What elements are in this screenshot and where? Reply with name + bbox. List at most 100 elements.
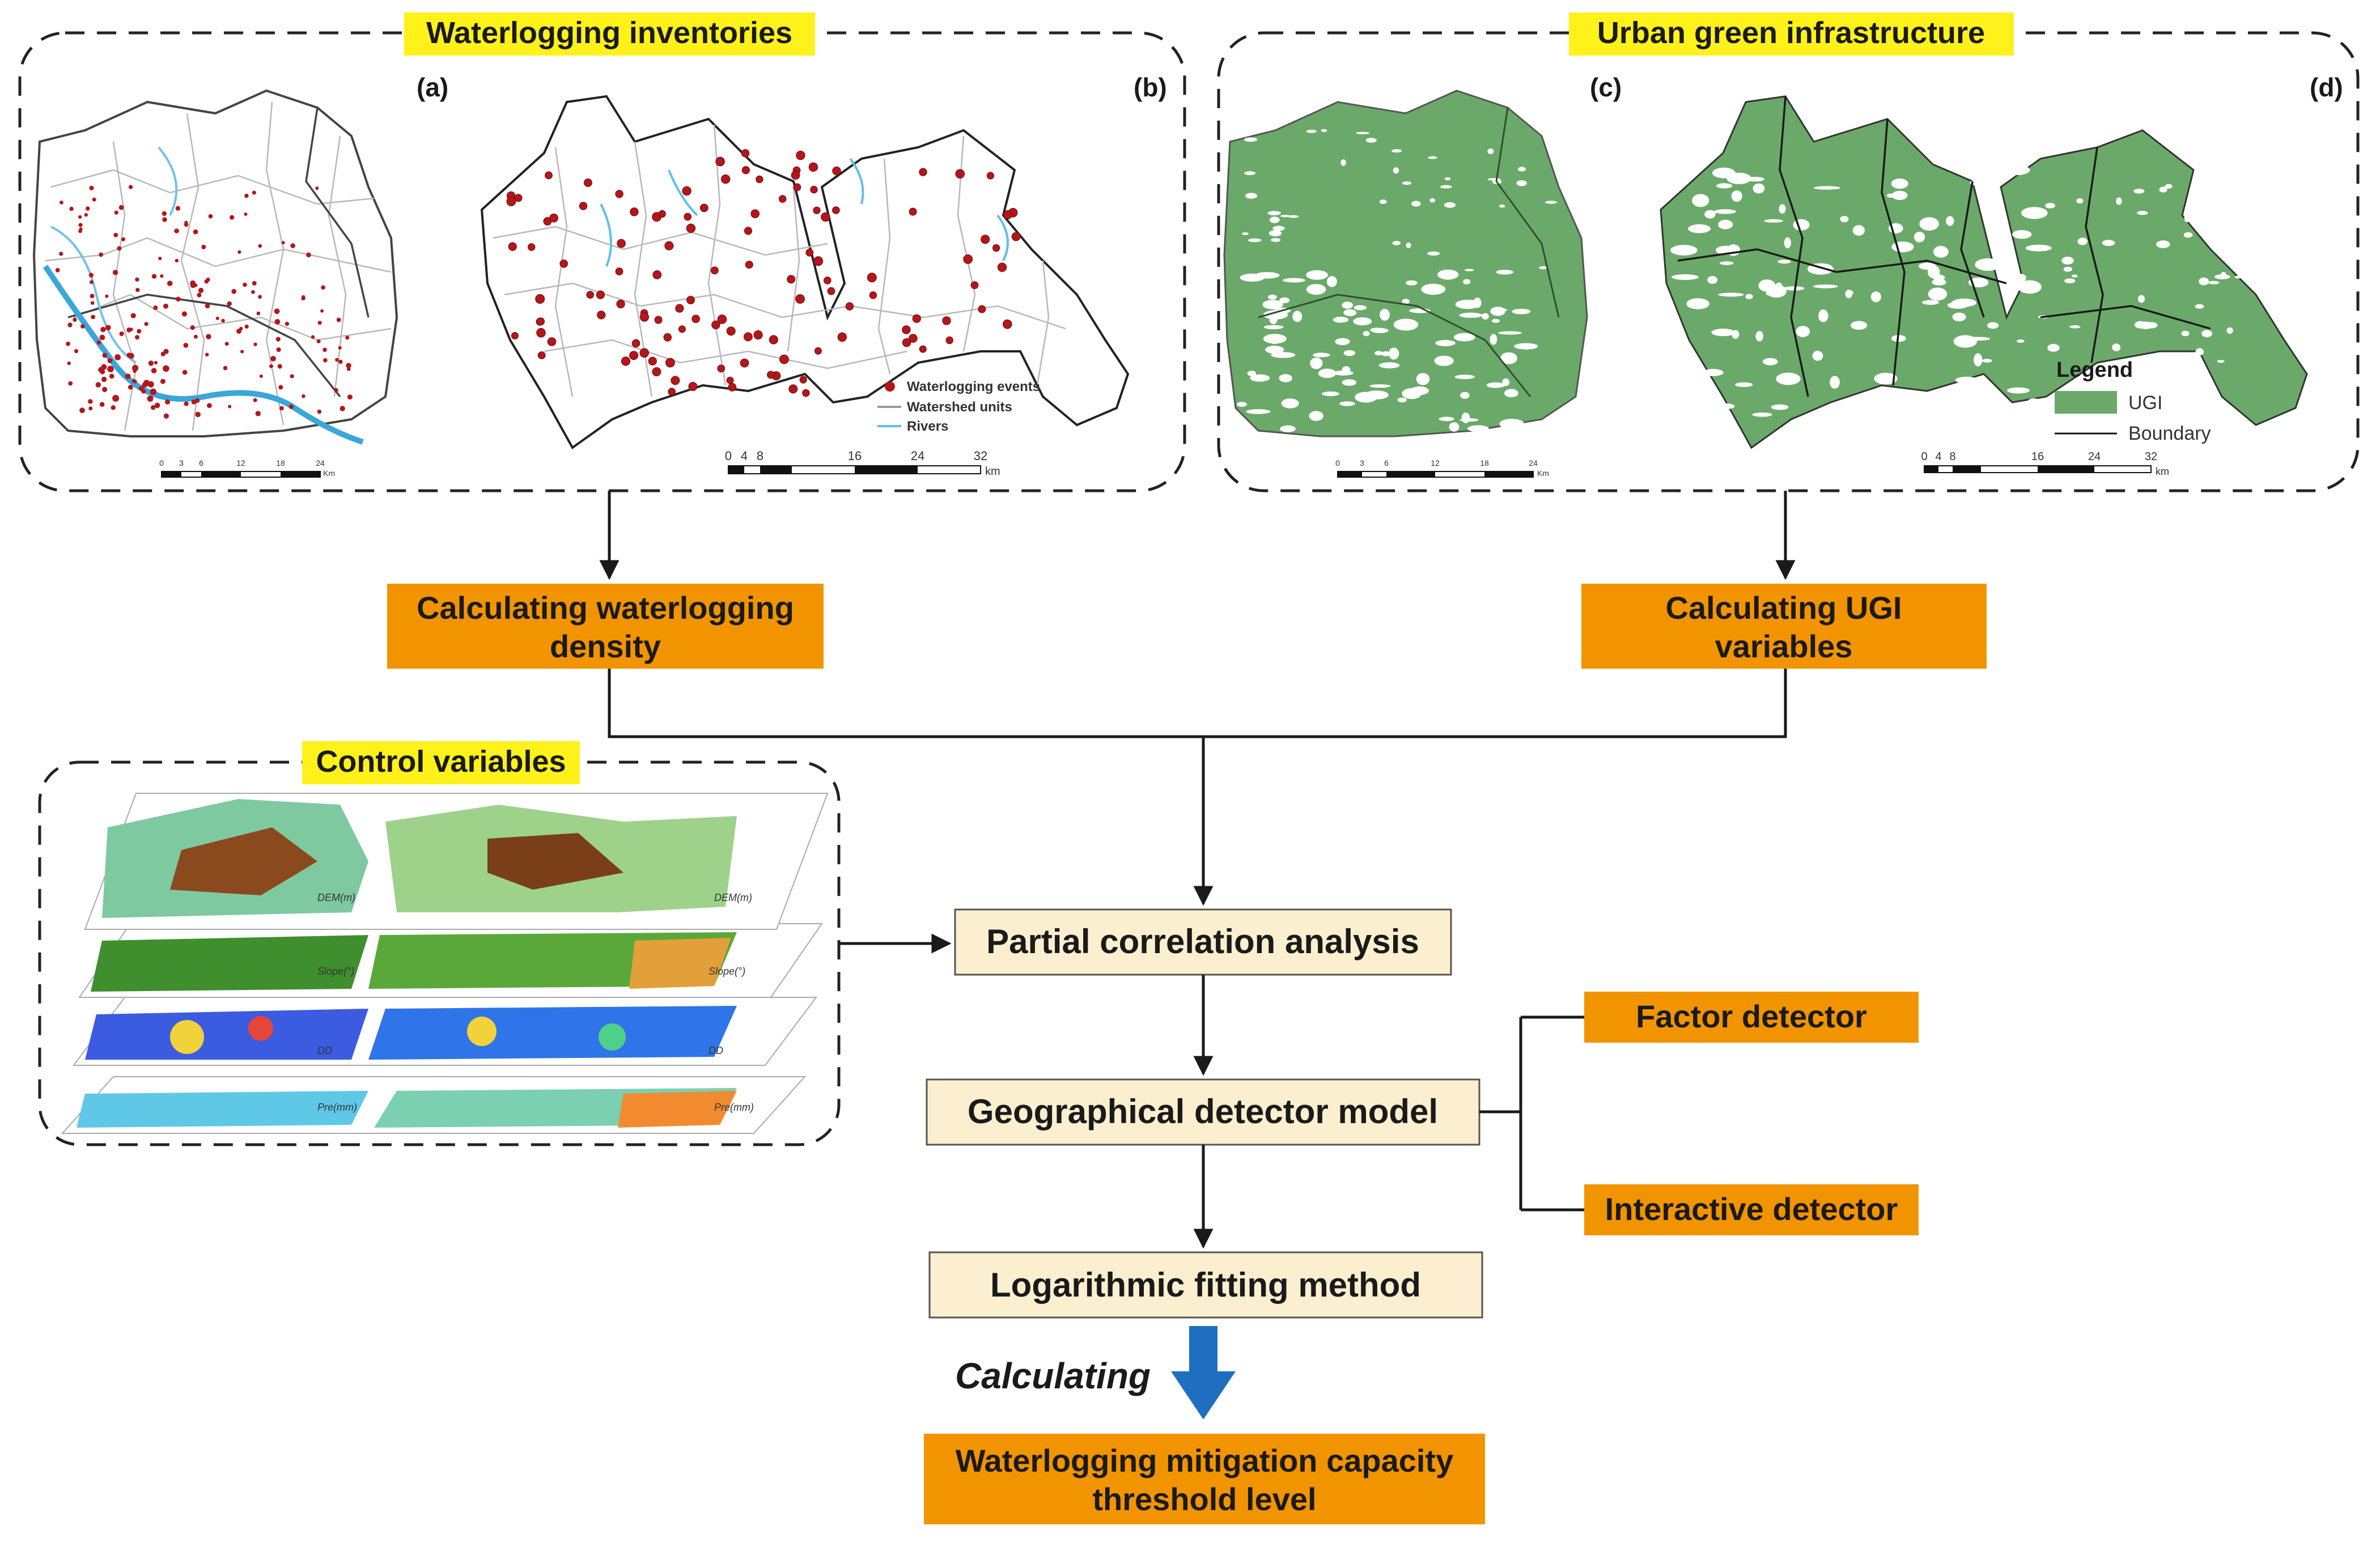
map-mark	[1891, 190, 1908, 200]
map-mark	[1318, 368, 1337, 379]
svg-text:DEM(m): DEM(m)	[317, 892, 355, 903]
map-mark	[346, 367, 351, 371]
map-mark	[79, 227, 83, 231]
map-mark	[278, 385, 283, 390]
map-mark	[269, 364, 273, 368]
map-mark	[1393, 318, 1419, 331]
map-mark	[1313, 352, 1330, 358]
map-mark	[255, 411, 261, 416]
map-mark	[334, 388, 338, 393]
map-mark	[997, 262, 1007, 272]
map-mark	[778, 195, 787, 203]
map-mark	[1491, 318, 1500, 323]
map-mark	[1280, 425, 1296, 432]
map-mark	[302, 394, 306, 398]
map-mark	[1504, 389, 1518, 397]
map-mark	[290, 243, 295, 248]
map-mark	[109, 373, 114, 379]
map-mark	[195, 411, 201, 418]
map-mark	[1459, 312, 1483, 318]
map-mark	[2214, 274, 2230, 279]
control-layer-slope: Slope(°) Slope(°)	[78, 923, 823, 998]
map-mark	[832, 206, 840, 214]
map-mark	[832, 166, 841, 176]
map-mark	[243, 282, 247, 287]
map-mark	[1752, 412, 1772, 417]
map-mark	[1870, 291, 1881, 303]
map-mark	[163, 303, 168, 309]
map-mark	[279, 406, 284, 411]
map-mark	[88, 273, 94, 278]
map-mark	[1686, 298, 1710, 309]
map-mark	[1268, 294, 1277, 300]
ugi-title: Urban green infrastructure	[1597, 16, 1985, 50]
map-mark	[1830, 376, 1840, 389]
map-mark	[596, 290, 605, 299]
map-mark	[1711, 329, 1735, 337]
map-mark	[945, 336, 953, 345]
map-mark	[1454, 375, 1475, 379]
map-mark	[699, 203, 709, 212]
map-mark	[1267, 211, 1281, 215]
map-mark	[1813, 186, 1841, 190]
map-mark	[274, 308, 280, 314]
map-mark	[138, 386, 144, 391]
map-mark	[1241, 232, 1249, 235]
map-mark	[796, 151, 805, 160]
map-mark	[1463, 279, 1471, 285]
map-mark	[1269, 216, 1280, 223]
map-mark	[1978, 189, 1985, 196]
map-mark	[547, 337, 557, 346]
map-mark	[100, 326, 106, 333]
map-mark	[1381, 351, 1390, 356]
map-mark	[67, 361, 71, 366]
map-mark	[715, 156, 725, 167]
map-mark	[1434, 355, 1454, 366]
svg-text:0: 0	[725, 449, 732, 463]
map-mark	[648, 356, 657, 366]
control-layer-pre: Pre(mm) Pre(mm)	[61, 1076, 807, 1134]
map-mark	[1321, 129, 1327, 133]
map-mark	[1718, 292, 1744, 297]
map-mark	[1852, 225, 1865, 236]
map-mark	[869, 291, 877, 299]
map-mark	[338, 359, 343, 364]
map-mark	[1369, 384, 1391, 388]
map-mark	[2063, 266, 2072, 272]
map-mark	[1370, 328, 1385, 333]
svg-text:Legend: Legend	[2056, 358, 2133, 382]
map-mark	[80, 324, 85, 329]
map-mark	[1342, 301, 1354, 309]
map-mark	[1449, 422, 1460, 432]
map-mark	[191, 400, 197, 405]
map-mark	[1755, 331, 1763, 342]
panel-label-a: (a)	[417, 73, 448, 102]
map-mark	[1500, 352, 1517, 364]
map-mark	[2137, 211, 2148, 215]
map-mark	[744, 227, 753, 235]
map-mark	[346, 363, 351, 368]
map-mark	[96, 340, 101, 345]
map-mark	[726, 326, 736, 336]
map-mark	[1392, 241, 1401, 245]
map-mark	[176, 296, 181, 302]
map-mark	[205, 303, 210, 309]
map-mark	[753, 330, 763, 340]
map-mark	[125, 373, 131, 379]
map-mark	[78, 215, 82, 219]
map-mark	[151, 274, 157, 279]
map-mark	[160, 379, 166, 384]
map-mark	[335, 358, 339, 362]
map-mark	[528, 243, 536, 251]
map-mark	[317, 409, 322, 414]
map-mark	[721, 174, 731, 184]
map-mark	[1247, 371, 1257, 376]
map-mark	[919, 345, 927, 353]
map-mark	[639, 312, 650, 322]
svg-text:24: 24	[2088, 450, 2101, 463]
map-mark	[88, 406, 93, 411]
map-mark	[253, 398, 257, 402]
map-mark	[167, 280, 173, 286]
map-mark	[66, 341, 70, 346]
svg-text:Pre(mm): Pre(mm)	[317, 1102, 357, 1113]
